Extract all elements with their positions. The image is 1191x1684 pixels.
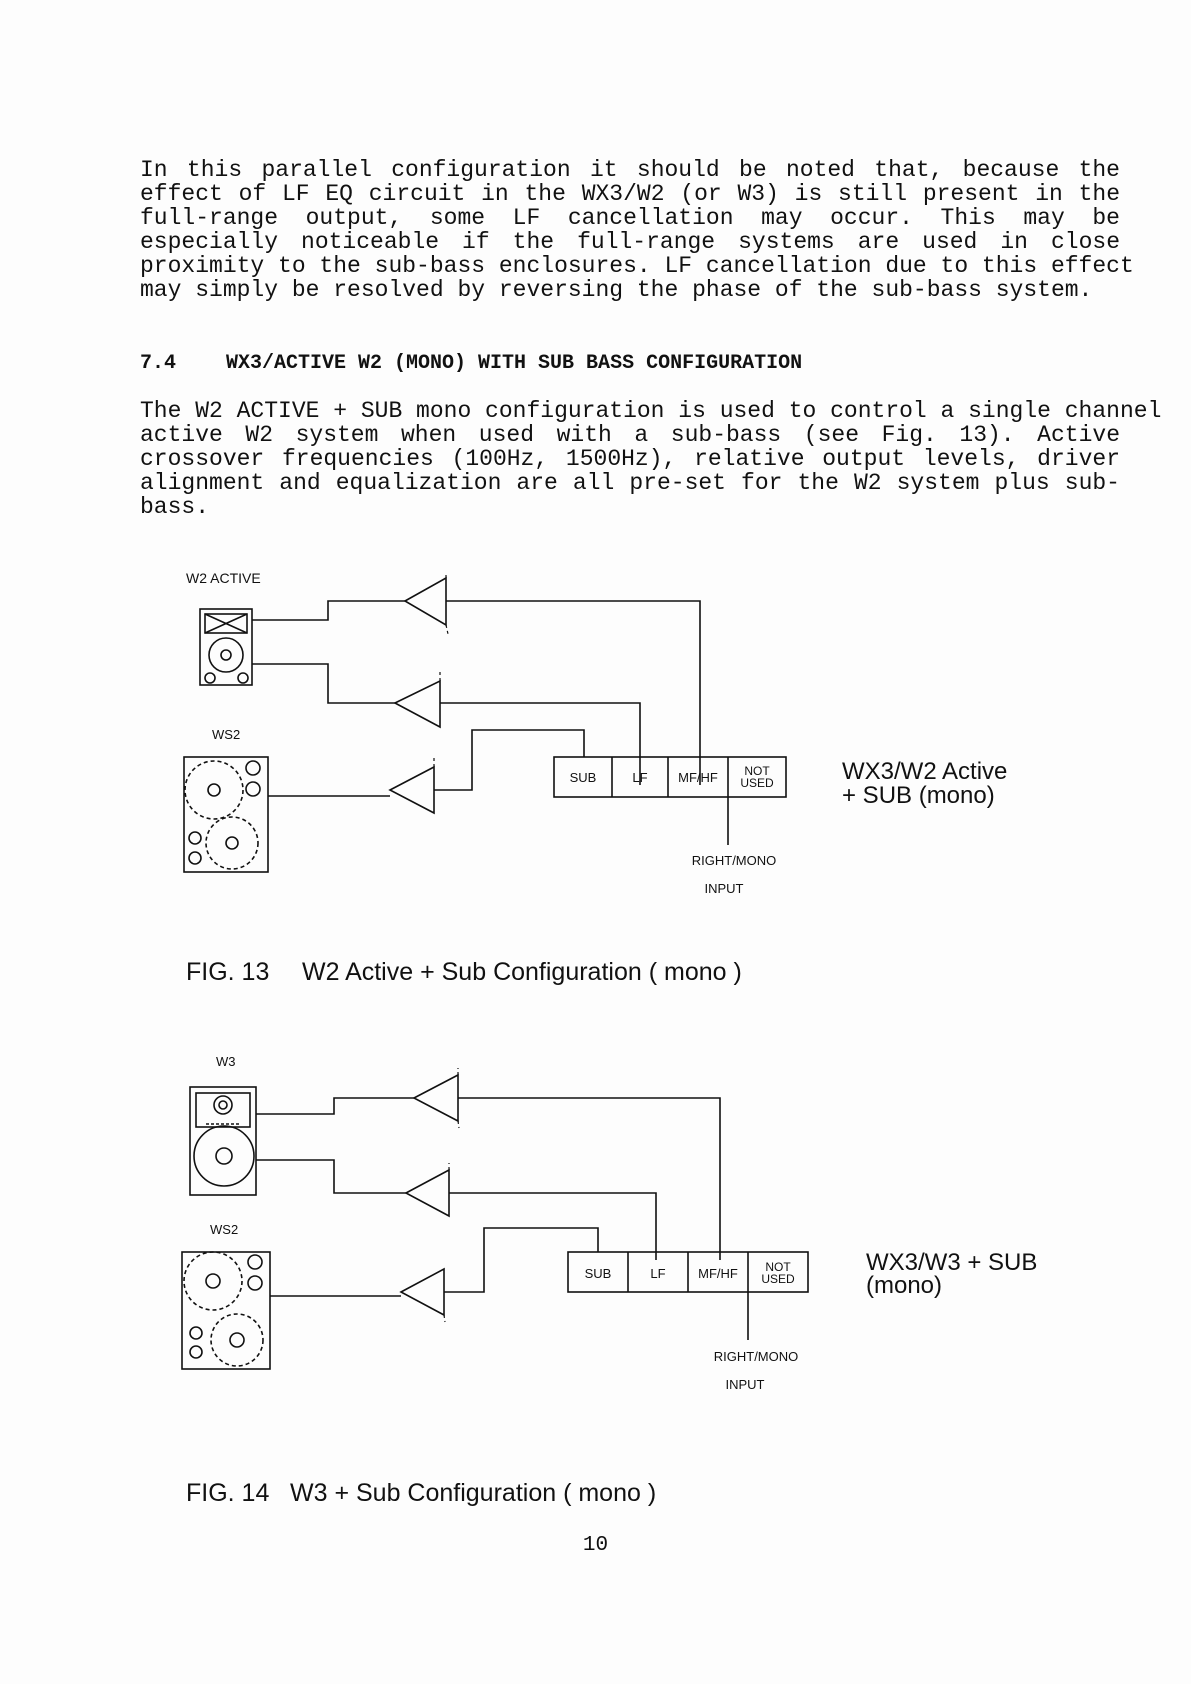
fig13-input-label-line2: INPUT — [705, 881, 744, 896]
section-heading: 7.4 WX3/ACTIVE W2 (MONO) WITH SUB BASS CO… — [140, 352, 802, 375]
text-line: alignment and equalization are all pre-s… — [140, 470, 1120, 496]
fig14-ws2-speaker-icon — [181, 1251, 271, 1370]
text-line: especially noticeable if the full-range … — [140, 229, 1120, 255]
fig13-diagram — [183, 572, 787, 873]
fig14-output-mfhf: MF/HF — [698, 1266, 738, 1281]
fig14-output-sub: SUB — [585, 1266, 612, 1281]
intro-paragraph: In this parallel configuration it should… — [140, 157, 1134, 303]
section-title: WX3/ACTIVE W2 (MONO) WITH SUB BASS CONFI… — [226, 352, 803, 375]
fig13-speaker-top-label: W2 ACTIVE — [186, 570, 261, 586]
fig14-output-lf: LF — [650, 1266, 665, 1281]
fig13-w2-speaker-icon — [199, 608, 253, 686]
section-paragraph: The W2 ACTIVE + SUB mono configuration i… — [140, 398, 1162, 520]
fig13-side-title-line2: + SUB (mono) — [842, 782, 995, 809]
fig14-caption-text: W3 + Sub Configuration ( mono ) — [290, 1479, 657, 1507]
fig14-caption-number: FIG. 14 — [186, 1479, 270, 1507]
fig14-amp-low-icon — [399, 1267, 445, 1317]
fig13-output-mfhf: MF/HF — [678, 770, 718, 785]
fig13-caption-text: W2 Active + Sub Configuration ( mono ) — [302, 958, 742, 986]
fig13-caption: FIG. 13 W2 Active + Sub Configuration ( m… — [186, 958, 742, 987]
fig13-input-label-line1: RIGHT/MONO — [692, 853, 777, 868]
text-line: may simply be resolved by reversing the … — [140, 277, 1093, 303]
fig14-amp-top-icon — [412, 1073, 459, 1123]
fig14-input-label-line2: INPUT — [726, 1377, 765, 1392]
fig13-ws2-speaker-icon — [183, 756, 269, 873]
fig14-amp-mid-icon — [404, 1168, 450, 1218]
fig14-w3-speaker-icon — [189, 1086, 257, 1196]
text-line: The W2 ACTIVE + SUB mono configuration i… — [140, 398, 1162, 424]
text-line: active W2 system when used with a sub-ba… — [140, 422, 1120, 448]
section-number: 7.4 — [140, 352, 177, 375]
fig14-input-label-line1: RIGHT/MONO — [714, 1349, 799, 1364]
text-line: crossover frequencies (100Hz, 1500Hz), r… — [140, 446, 1120, 472]
fig13-caption-number: FIG. 13 — [186, 958, 270, 986]
text-line: effect of LF EQ circuit in the WX3/W2 (o… — [140, 181, 1120, 207]
fig14-diagram — [181, 1068, 809, 1370]
fig13-output-sub: SUB — [570, 770, 597, 785]
page-number: 10 — [582, 1534, 609, 1557]
fig14-speaker-top-label: W3 — [216, 1054, 236, 1069]
fig13-amp-low-icon — [388, 765, 435, 815]
fig14-speaker-bottom-label: WS2 — [210, 1222, 238, 1237]
fig13-output-box — [553, 756, 787, 798]
text-line: bass. — [140, 494, 210, 520]
fig13-speaker-bottom-label: WS2 — [212, 727, 240, 742]
fig13-amp-top-icon — [403, 576, 447, 627]
fig14-output-box — [567, 1251, 809, 1293]
fig14-side-title-line2: (mono) — [866, 1272, 942, 1299]
fig14-caption: FIG. 14 W3 + Sub Configuration ( mono ) — [186, 1479, 656, 1508]
text-line: proximity to the sub-bass enclosures. LF… — [140, 253, 1134, 279]
text-line: In this parallel configuration it should… — [140, 157, 1120, 183]
fig14-side-title-line1: WX3/W3 + SUB — [866, 1249, 1037, 1276]
fig13-amp-mid-icon — [393, 679, 441, 729]
fig13-side-title-line1: WX3/W2 Active — [842, 758, 1007, 785]
fig13-output-lf: LF — [632, 770, 647, 785]
text-line: full-range output, some LF cancellation … — [140, 205, 1120, 231]
